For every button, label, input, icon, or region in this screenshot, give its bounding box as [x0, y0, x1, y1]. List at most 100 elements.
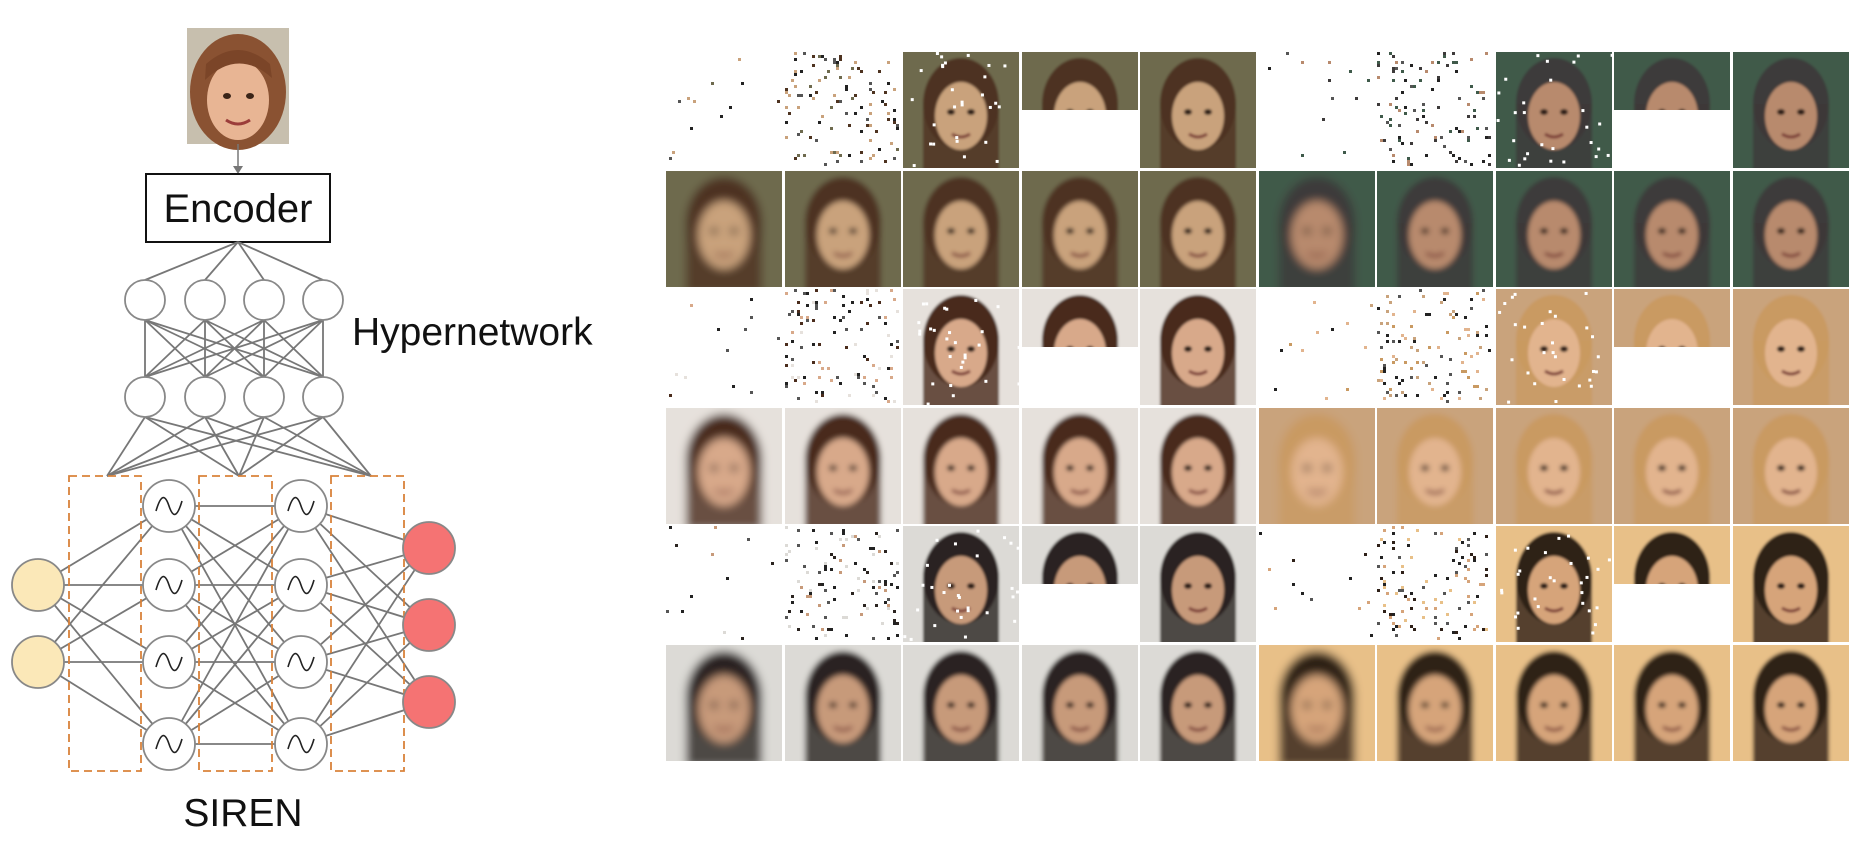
- face-image: [666, 289, 782, 405]
- face-image: [666, 644, 782, 761]
- reconstruction-cell: [784, 170, 901, 287]
- face-image: [1614, 289, 1730, 405]
- face-image: [1021, 52, 1138, 168]
- reconstruction-cell: [1614, 644, 1730, 761]
- hyper-edge: [263, 319, 324, 378]
- face-image: [1495, 289, 1612, 405]
- siren-edge: [300, 547, 430, 663]
- hyper-output-edge: [204, 416, 240, 477]
- observation-cell: [1614, 52, 1730, 168]
- observation-cell: [903, 526, 1019, 642]
- reconstruction-cell: [666, 170, 782, 287]
- face-image: [1732, 644, 1849, 761]
- inpainting-results-grid: [666, 52, 1849, 761]
- reconstruction-cell: [903, 170, 1019, 287]
- siren-input-node: [11, 635, 65, 689]
- hyper-output-edge: [106, 416, 265, 477]
- siren-weight-box: [68, 475, 142, 772]
- hypernetwork-node: [184, 376, 226, 418]
- face-image: [903, 52, 1019, 168]
- face-image: [784, 526, 901, 642]
- face-image: [784, 170, 901, 287]
- hypernetwork-node: [184, 279, 226, 321]
- encoder-hyper-edge: [237, 241, 324, 281]
- observation-cell: [666, 526, 782, 642]
- reconstruction-cell: [1377, 644, 1493, 761]
- face-image: [1377, 52, 1493, 168]
- hypernetwork-node: [243, 376, 285, 418]
- observation-cell: [903, 289, 1019, 405]
- observation-cell: [1732, 289, 1849, 405]
- observation-cell: [903, 52, 1019, 168]
- observation-cell: [1495, 52, 1612, 168]
- reconstruction-cell: [1732, 170, 1849, 287]
- observation-cell: [1614, 289, 1730, 405]
- sine-wave-icon: [155, 652, 183, 672]
- face-image: [784, 644, 901, 761]
- face-image: [1614, 170, 1730, 287]
- reconstruction-cell: [1614, 407, 1730, 524]
- face-image: [1377, 289, 1493, 405]
- reconstruction-cell: [1021, 644, 1138, 761]
- reconstruction-cell: [1495, 407, 1612, 524]
- face-image: [784, 407, 901, 524]
- observation-cell: [1377, 526, 1493, 642]
- hyper-output-edge: [322, 416, 372, 477]
- siren-weight-boxes: [68, 475, 405, 772]
- face-image: [1258, 526, 1375, 642]
- face-image: [1140, 289, 1256, 405]
- face-image: [1495, 170, 1612, 287]
- observation-cell: [1021, 289, 1138, 405]
- face-image: [1021, 407, 1138, 524]
- input-face-skin: [207, 60, 269, 140]
- observation-cell: [784, 52, 901, 168]
- reconstruction-cell: [1021, 170, 1138, 287]
- hypernetwork-node: [124, 376, 166, 418]
- hyper-edge: [144, 319, 206, 378]
- siren-edge: [300, 624, 430, 745]
- face-image: [666, 407, 782, 524]
- face-image: [1732, 526, 1849, 642]
- hypernetwork-node: [302, 376, 344, 418]
- hypernetwork-edges: [106, 241, 372, 477]
- face-image: [1495, 526, 1612, 642]
- observation-cell: [666, 289, 782, 405]
- architecture-diagram: Encoder Hypernetwork SIREN: [11, 28, 593, 835]
- face-image: [1140, 52, 1256, 168]
- face-image: [1614, 407, 1730, 524]
- face-image: [903, 407, 1019, 524]
- hypernetwork-nodes: [124, 279, 344, 418]
- siren-edge: [37, 584, 170, 745]
- observation-cell: [784, 289, 901, 405]
- hypernetwork-node: [302, 279, 344, 321]
- face-image: [1732, 52, 1849, 168]
- hyper-edge: [144, 319, 324, 378]
- hypernetwork-node: [243, 279, 285, 321]
- siren-edge: [37, 505, 170, 663]
- encoder-hyper-edge: [204, 241, 239, 281]
- encoder-hyper-edge: [237, 241, 265, 281]
- observation-cell: [1258, 52, 1375, 168]
- face-image: [1140, 170, 1256, 287]
- observation-cell: [1495, 289, 1612, 405]
- observation-cell: [1140, 289, 1256, 405]
- siren-nodes: [11, 479, 456, 771]
- siren-edge: [168, 505, 302, 663]
- reconstruction-cell: [1258, 407, 1375, 524]
- reconstruction-cell: [1140, 170, 1256, 287]
- face-image: [1495, 52, 1612, 168]
- reconstruction-cell: [1140, 644, 1256, 761]
- face-image: [1021, 526, 1138, 642]
- face-image: [1258, 644, 1375, 761]
- reconstruction-cell: [903, 644, 1019, 761]
- hyper-output-edge: [263, 416, 372, 477]
- siren-output-node: [402, 521, 456, 575]
- face-image: [903, 170, 1019, 287]
- sine-wave-icon: [287, 496, 315, 516]
- siren-edge: [168, 584, 302, 745]
- face-image: [903, 526, 1019, 642]
- input-face-bangs: [205, 50, 272, 80]
- observation-cell: [1258, 526, 1375, 642]
- sine-wave-icon: [155, 496, 183, 516]
- face-image: [784, 52, 901, 168]
